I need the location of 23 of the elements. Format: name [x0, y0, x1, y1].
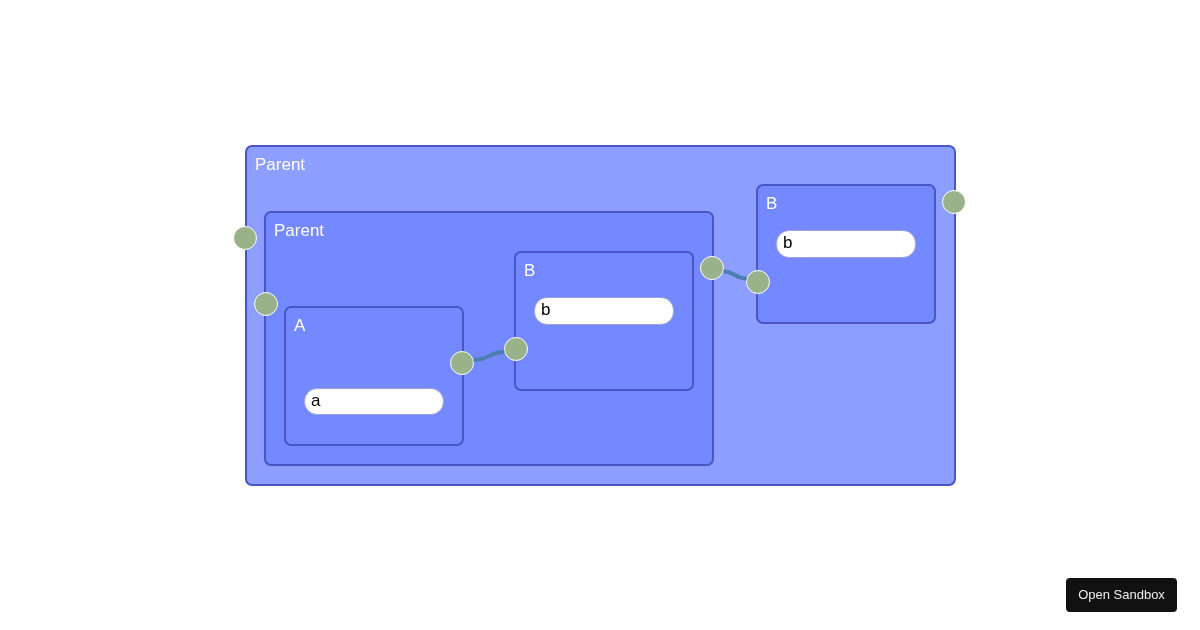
input-field: a	[304, 388, 444, 415]
box-title: A	[294, 316, 306, 336]
input-field: b	[776, 230, 916, 258]
group-box	[245, 145, 956, 486]
input-field: b	[534, 297, 674, 325]
group-box	[284, 306, 464, 446]
box-title: B	[766, 194, 778, 214]
box-title: Parent	[255, 155, 306, 175]
port-circle	[942, 190, 966, 214]
port-circle	[233, 226, 257, 250]
box-title: B	[524, 261, 536, 281]
group-box	[756, 184, 936, 324]
connector-line	[473, 350, 505, 362]
connector-line	[723, 269, 747, 281]
open-button: Open Sandbox	[1066, 578, 1177, 612]
port-circle	[254, 292, 278, 316]
port-circle	[746, 270, 770, 294]
group-box	[514, 251, 694, 391]
port-circle	[450, 351, 474, 375]
box-title: Parent	[274, 221, 325, 241]
group-box	[264, 211, 714, 466]
port-circle	[700, 256, 724, 280]
port-circle	[504, 337, 528, 361]
